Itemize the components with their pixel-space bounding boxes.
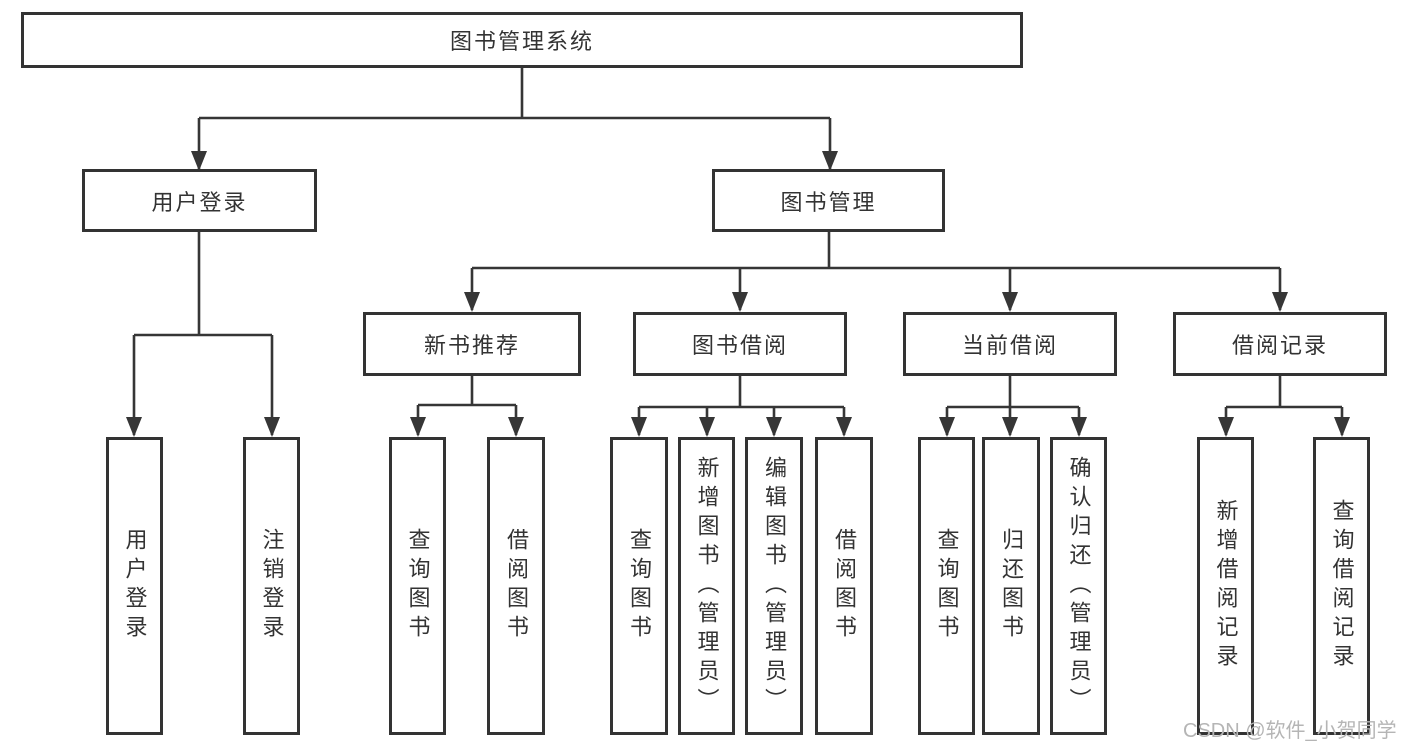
node-borrow-records: 借阅记录 [1173, 312, 1387, 376]
leaf-records-query-record: 查询借阅记录 [1313, 437, 1370, 735]
leaf-logout: 注销登录 [243, 437, 300, 735]
node-new-book-recommend-label: 新书推荐 [423, 333, 520, 358]
arrowhead [732, 292, 748, 312]
connector-line [470, 232, 1282, 310]
leaf-current-query-book-label: 查询图书 [934, 528, 960, 644]
arrowhead [766, 417, 782, 437]
node-current-borrowing-label: 当前借阅 [961, 333, 1058, 358]
leaf-current-return-book: 归还图书 [982, 437, 1040, 735]
connector-root [191, 68, 838, 171]
node-root: 图书管理系统 [21, 12, 1023, 68]
arrowhead [1218, 417, 1234, 437]
csdn-watermark: CSDN @软件_小贺同学 [1183, 720, 1397, 742]
node-user-login: 用户登录 [82, 169, 317, 232]
arrowhead [464, 292, 480, 312]
leaf-borrowing-edit-book-admin: 编辑图书（管理员） [745, 437, 803, 735]
leaf-current-confirm-return-admin: 确认归还（管理员） [1050, 437, 1107, 735]
node-user-login-label: 用户登录 [151, 189, 248, 215]
connector-line [1224, 376, 1344, 435]
node-current-borrowing: 当前借阅 [903, 312, 1117, 376]
connector-user-login [126, 232, 280, 437]
node-book-borrowing: 图书借阅 [633, 312, 847, 376]
leaf-logout-label: 注销登录 [259, 528, 285, 644]
leaf-borrowing-edit-book-admin-label: 编辑图书（管理员） [762, 455, 787, 717]
connector-current-borrowing [939, 376, 1087, 437]
leaf-current-return-book-label: 归还图书 [999, 528, 1024, 644]
connector-line [637, 376, 846, 435]
leaf-newrec-borrow-book: 借阅图书 [487, 437, 545, 735]
arrowhead [1272, 292, 1288, 312]
arrowhead [1002, 417, 1018, 437]
arrowhead [1071, 417, 1087, 437]
leaf-borrowing-add-book-admin: 新增图书（管理员） [678, 437, 735, 735]
leaf-newrec-query-book: 查询图书 [389, 437, 446, 735]
leaf-borrowing-add-book-admin-label: 新增图书（管理员） [694, 455, 720, 717]
node-root-label: 图书管理系统 [449, 29, 594, 54]
arrowhead [191, 151, 207, 171]
arrowhead [836, 417, 852, 437]
arrowhead [508, 417, 524, 437]
leaf-borrowing-query-book: 查询图书 [610, 437, 668, 735]
leaf-current-confirm-return-admin-label: 确认归还（管理员） [1066, 455, 1092, 717]
node-book-management: 图书管理 [712, 169, 945, 232]
leaf-newrec-borrow-book-label: 借阅图书 [504, 528, 529, 644]
leaf-user-login: 用户登录 [106, 437, 163, 735]
arrowhead [939, 417, 955, 437]
leaf-borrowing-borrow-book-label: 借阅图书 [832, 528, 857, 644]
connector-line [197, 68, 832, 169]
connector-line [416, 376, 518, 435]
connector-new-book-recommend [410, 376, 524, 437]
arrowhead [264, 417, 280, 437]
leaf-borrowing-borrow-book: 借阅图书 [815, 437, 873, 735]
arrowhead [1002, 292, 1018, 312]
leaf-current-query-book: 查询图书 [918, 437, 975, 735]
connector-line [132, 232, 274, 435]
arrowhead [126, 417, 142, 437]
node-new-book-recommend: 新书推荐 [363, 312, 581, 376]
connector-borrow-records [1218, 376, 1350, 437]
arrowhead [1334, 417, 1350, 437]
arrowhead [699, 417, 715, 437]
node-borrow-records-label: 借阅记录 [1231, 333, 1328, 358]
leaf-borrowing-query-book-label: 查询图书 [627, 528, 652, 644]
connector-book-management [464, 232, 1288, 312]
leaf-user-login-label: 用户登录 [122, 528, 148, 644]
connector-book-borrowing [631, 376, 852, 437]
arrowhead [410, 417, 426, 437]
leaf-records-query-record-label: 查询借阅记录 [1329, 499, 1355, 673]
node-book-borrowing-label: 图书借阅 [691, 333, 788, 358]
node-book-management-label: 图书管理 [780, 189, 877, 215]
arrowhead [631, 417, 647, 437]
leaf-records-add-record-label: 新增借阅记录 [1213, 499, 1239, 673]
arrowhead [822, 151, 838, 171]
leaf-newrec-query-book-label: 查询图书 [405, 528, 431, 644]
leaf-records-add-record: 新增借阅记录 [1197, 437, 1254, 735]
